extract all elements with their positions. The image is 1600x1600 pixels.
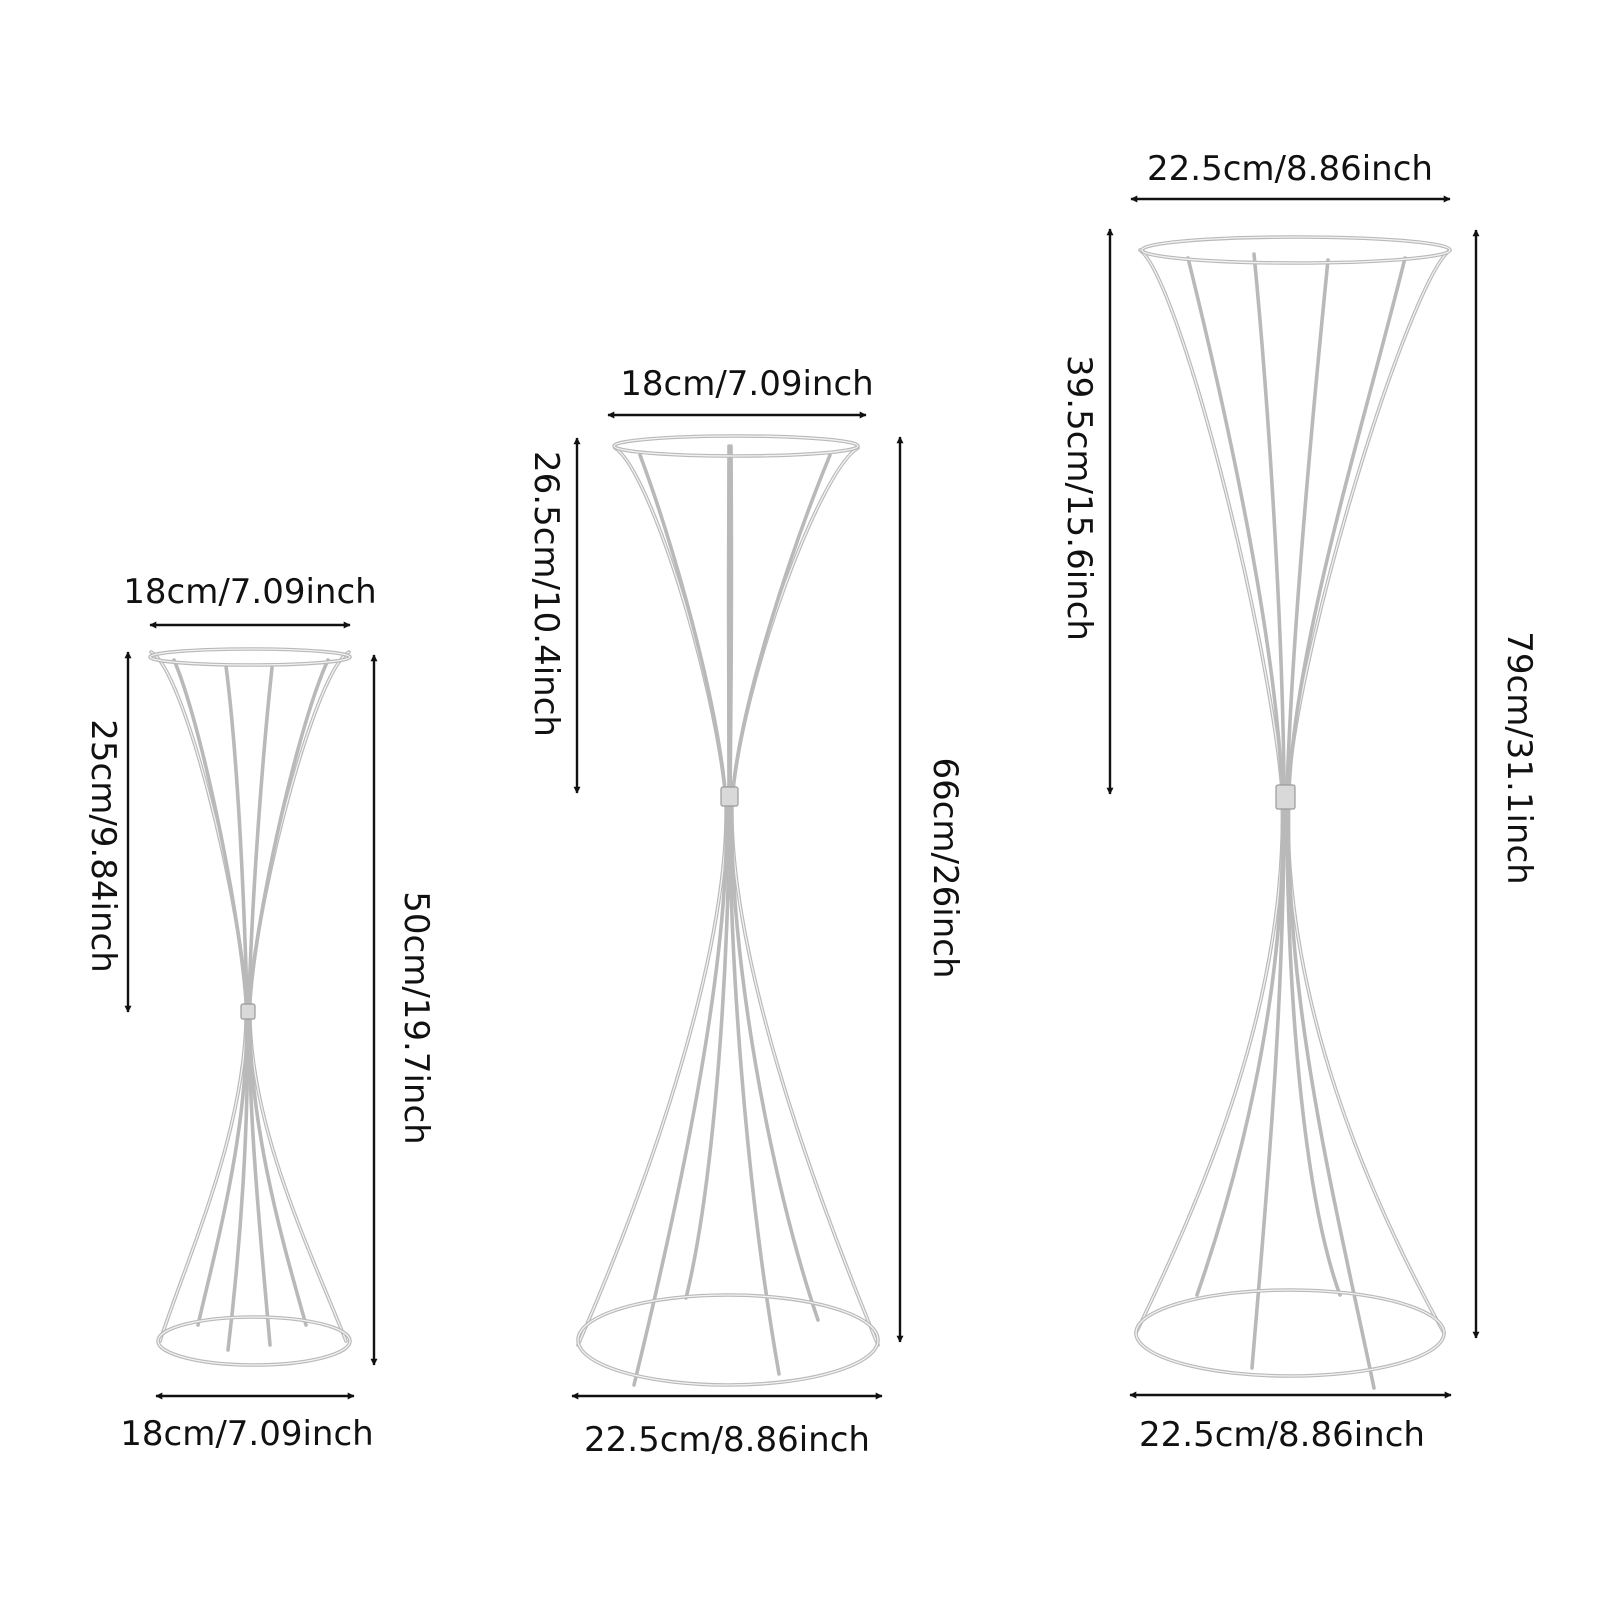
- stand-large-bottom-width-label: 22.5cm/8.86inch: [1139, 1415, 1425, 1455]
- stand-medium-top-width-label: 18cm/7.09inch: [620, 364, 873, 404]
- stand-small-collar: [240, 1003, 256, 1020]
- stand-small-upper-height-label: 25cm/9.84inch: [83, 719, 123, 972]
- stand-large-top-width-label: 22.5cm/8.86inch: [1147, 149, 1433, 189]
- stand-medium-bottom-width-label: 22.5cm/8.86inch: [584, 1420, 870, 1460]
- stand-small-top-width-label: 18cm/7.09inch: [123, 572, 376, 612]
- stand-medium-frame: [576, 434, 880, 1387]
- stand-medium-upper-height-label: 26.5cm/10.4inch: [526, 451, 566, 737]
- stand-small-total-height-label: 50cm/19.7inch: [396, 891, 436, 1144]
- stand-large-collar: [1275, 784, 1296, 810]
- stand-medium-collar: [720, 786, 739, 807]
- stand-small-frame: [148, 647, 352, 1367]
- stand-large-total-height-label: 79cm/31.1inch: [1499, 631, 1539, 884]
- stand-large-upper-height-label: 39.5cm/15.6inch: [1059, 355, 1099, 641]
- stand-small: 18cm/7.09inch 18cm/7.09inch 25cm/9.84inc…: [83, 572, 436, 1454]
- stand-small-bottom-width-label: 18cm/7.09inch: [120, 1414, 373, 1454]
- stand-medium-total-height-label: 66cm/26inch: [925, 757, 965, 978]
- stand-medium: 18cm/7.09inch 22.5cm/8.86inch 26.5cm/10.…: [526, 364, 965, 1460]
- stand-large: 22.5cm/8.86inch 22.5cm/8.86inch 39.5cm/1…: [1059, 149, 1539, 1455]
- stand-large-frame: [1134, 235, 1452, 1390]
